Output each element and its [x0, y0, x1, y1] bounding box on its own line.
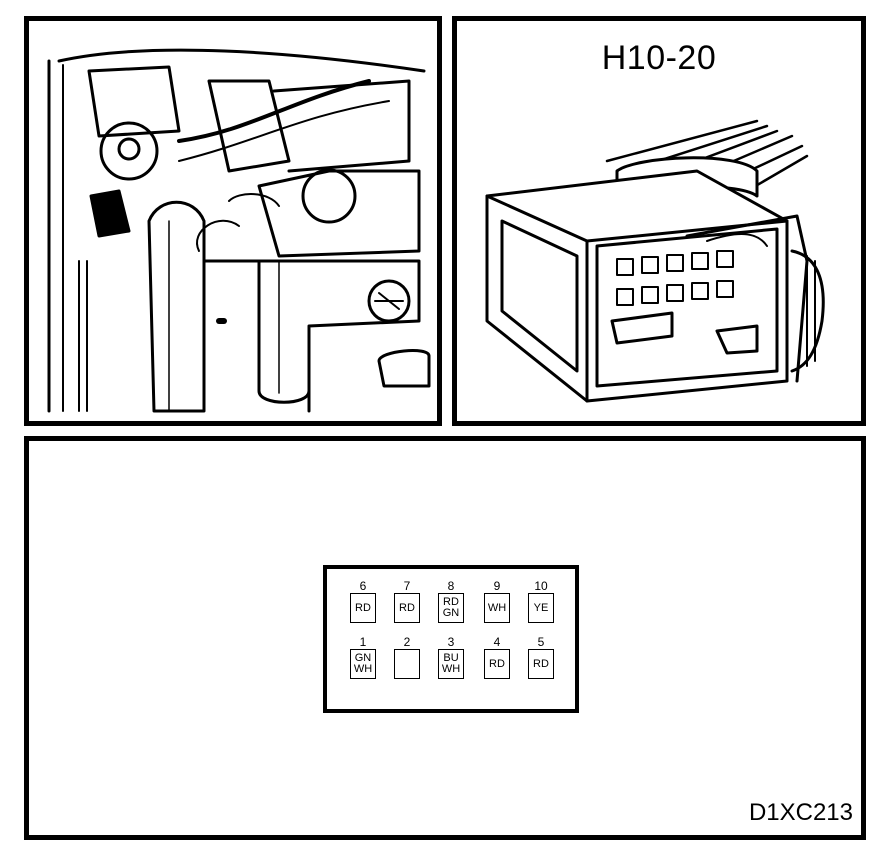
pin-number: 4 — [493, 635, 501, 649]
pin-wire-color: GN WH — [350, 649, 376, 679]
pin-diagram: 6 RD 7 RD 8 RD GN 9 WH — [323, 565, 579, 713]
pin-number: 3 — [447, 635, 455, 649]
connector-panel: H10-20 — [452, 16, 866, 426]
wire-color-2: GN — [442, 607, 460, 619]
pin-number: 7 — [403, 579, 411, 593]
wire-color-1: GN — [354, 652, 372, 664]
pin-2: 2 — [393, 635, 421, 679]
pin-number: 6 — [359, 579, 367, 593]
pin-number: 8 — [447, 579, 455, 593]
pin-number: 2 — [403, 635, 411, 649]
pin-number: 5 — [537, 635, 545, 649]
pin-wire-color: RD GN — [438, 593, 464, 623]
wire-color-1: BU — [443, 652, 459, 664]
pin-9: 9 WH — [483, 579, 511, 623]
document-id: D1XC213 — [748, 799, 853, 826]
wire-color-1: RD — [399, 601, 415, 614]
pin-wire-color: BU WH — [438, 649, 464, 679]
wire-color-1: RD — [489, 657, 505, 670]
pin-4: 4 RD — [483, 635, 511, 679]
connector-title: H10-20 — [601, 39, 717, 77]
pin-1: 1 GN WH — [349, 635, 377, 679]
pin-6: 6 RD — [349, 579, 377, 623]
engine-bay-illustration — [47, 48, 431, 413]
engine-bay-panel — [24, 16, 442, 426]
wire-color-2: WH — [441, 663, 461, 675]
wire-color-1: YE — [533, 601, 549, 614]
wire-color-2: WH — [353, 663, 373, 675]
pin-wire-color: RD — [350, 593, 376, 623]
wire-color-1: RD — [355, 601, 371, 614]
pin-wire-color — [394, 649, 420, 679]
wire-color-1: RD — [443, 596, 459, 608]
pin-number: 10 — [534, 579, 548, 593]
wire-color-1: WH — [487, 601, 507, 614]
pin-wire-color: RD — [394, 593, 420, 623]
pin-number: 1 — [359, 635, 367, 649]
wire-color-1: RD — [533, 657, 549, 670]
pin-10: 10 YE — [527, 579, 555, 623]
pin-wire-color: WH — [484, 593, 510, 623]
pinout-panel: 6 RD 7 RD 8 RD GN 9 WH — [24, 436, 866, 840]
pin-7: 7 RD — [393, 579, 421, 623]
connector-illustration — [485, 119, 825, 403]
pin-wire-color: RD — [484, 649, 510, 679]
pin-wire-color: RD — [528, 649, 554, 679]
pin-wire-color: YE — [528, 593, 554, 623]
pin-number: 9 — [493, 579, 501, 593]
pin-3: 3 BU WH — [437, 635, 465, 679]
pin-8: 8 RD GN — [437, 579, 465, 623]
pin-5: 5 RD — [527, 635, 555, 679]
